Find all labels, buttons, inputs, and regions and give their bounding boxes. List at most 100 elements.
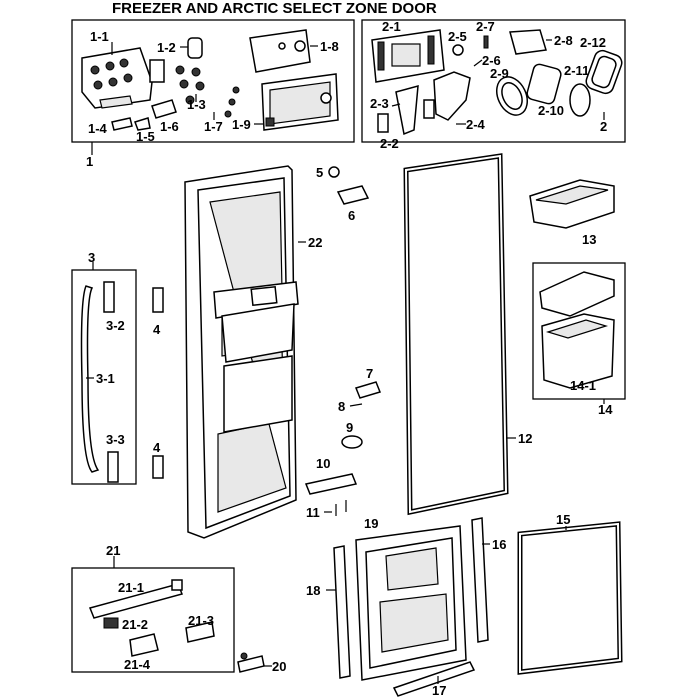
label-2-12: 2-12 (580, 35, 606, 50)
part-22-freezer-door: 22 (184, 165, 322, 539)
part-2-12: 2-12 (580, 35, 623, 95)
part-8-pin: 8 (338, 399, 363, 414)
label-20: 20 (272, 659, 286, 674)
label-14: 14 (598, 402, 613, 417)
group-21-assembly: 21 21-1 21-2 21-3 21-4 (71, 543, 235, 673)
label-4-lower: 4 (153, 440, 161, 455)
group-2-assembly: 2 2-1 2-5 2-7 2-6 2-8 (361, 19, 626, 151)
label-14-1: 14-1 (570, 378, 596, 393)
label-22: 22 (308, 235, 322, 250)
part-2-5: 2-5 (448, 29, 467, 56)
label-21-2: 21-2 (122, 617, 148, 632)
label-2-5: 2-5 (448, 29, 467, 44)
part-21-2: 21-2 (103, 617, 148, 632)
label-1-6: 1-6 (160, 119, 179, 134)
label-19: 19 (364, 516, 378, 531)
label-1-8: 1-8 (320, 39, 339, 54)
label-1-9: 1-9 (232, 117, 251, 132)
part-1-2: 1-2 (149, 37, 203, 83)
group-21-box (71, 567, 235, 673)
label-2-8: 2-8 (554, 33, 573, 48)
label-2-2: 2-2 (380, 136, 399, 151)
label-2-10: 2-10 (538, 103, 564, 118)
group-1-box (71, 19, 355, 143)
part-12-door-gasket: 12 (403, 153, 532, 516)
label-12: 12 (518, 431, 532, 446)
label-1-1: 1-1 (90, 29, 109, 44)
part-3-handle: 3 3-1 3-2 3-3 (71, 250, 137, 485)
label-3-3: 3-3 (106, 432, 125, 447)
label-2: 2 (600, 119, 607, 134)
label-3-2: 3-2 (106, 318, 125, 333)
part-2-8: 2-8 (509, 29, 573, 55)
part-2-7: 2-7 (476, 19, 495, 49)
part-2-9: 2-9 (490, 66, 528, 116)
part-5-screw: 5 (316, 165, 340, 180)
label-5: 5 (316, 165, 323, 180)
part-21-1-cap (171, 579, 183, 591)
label-21-4: 21-4 (124, 657, 151, 672)
label-2-7: 2-7 (476, 19, 495, 34)
label-1-3: 1-3 (187, 97, 206, 112)
label-3: 3 (88, 250, 95, 265)
label-9: 9 (346, 420, 353, 435)
label-7: 7 (366, 366, 373, 381)
part-1-9: 1-9 (232, 73, 339, 132)
label-21-1: 21-1 (118, 580, 144, 595)
part-1-7: 1-7 (204, 112, 223, 134)
part-6-hinge-cover: 6 (336, 185, 370, 223)
part-7-bracket: 7 (354, 366, 382, 399)
label-2-6: 2-6 (482, 53, 501, 68)
label-21-3: 21-3 (188, 613, 214, 628)
label-8: 8 (338, 399, 345, 414)
label-21: 21 (106, 543, 120, 558)
part-15-gasket: 15 (517, 512, 623, 675)
label-15: 15 (556, 512, 570, 527)
label-3-1: 3-1 (96, 371, 115, 386)
part-20-wire-harness: 20 (237, 652, 286, 674)
part-1-1: 1-1 (81, 29, 153, 109)
part-11-screws: 11 (306, 500, 347, 520)
group-3-box (71, 269, 137, 485)
part-21-1: 21-1 (88, 580, 184, 619)
label-1: 1 (86, 154, 93, 169)
part-2-1: 2-1 (371, 19, 445, 83)
label-2-1: 2-1 (382, 19, 401, 34)
label-17: 17 (432, 683, 446, 698)
part-2-3: 2-3 (370, 84, 419, 136)
part-9-cap: 9 (341, 420, 363, 449)
wire-connectors: 1-3 (175, 65, 240, 118)
label-1-4: 1-4 (88, 121, 108, 136)
part-2-4: 2-4 (423, 71, 486, 132)
part-21-4: 21-4 (124, 633, 159, 672)
part-14-bin-assembly: 14-1 14 (532, 262, 626, 417)
part-4-cap-lower: 4 (152, 440, 164, 479)
part-18-strip: 18 (306, 545, 351, 679)
group-1-assembly: 1 1-1 1-2 1-3 (71, 19, 355, 169)
part-2-11: 2-11 (564, 63, 591, 117)
label-1-7: 1-7 (204, 119, 223, 134)
part-17-rail: 17 (392, 661, 476, 698)
part-2-6: 2-6 (473, 53, 501, 68)
part-19-drawer-door: 19 (355, 516, 467, 681)
label-1-5: 1-5 (136, 129, 155, 144)
part-1-8: 1-8 (249, 29, 339, 73)
part-2-2: 2-2 (377, 113, 399, 151)
part-10-bracket: 10 (304, 456, 358, 495)
part-16-strip: 16 (471, 517, 506, 643)
label-2-11: 2-11 (564, 63, 589, 78)
label-4-upper: 4 (153, 322, 161, 337)
label-11: 11 (306, 505, 320, 520)
label-2-4: 2-4 (466, 117, 486, 132)
label-1-2: 1-2 (157, 40, 176, 55)
label-16: 16 (492, 537, 506, 552)
part-1-4: 1-4 (88, 117, 133, 136)
label-13: 13 (582, 232, 596, 247)
label-2-9: 2-9 (490, 66, 509, 81)
label-10: 10 (316, 456, 330, 471)
part-21-3: 21-3 (185, 613, 215, 643)
label-18: 18 (306, 583, 320, 598)
diagram-title: FREEZER AND ARCTIC SELECT ZONE DOOR (112, 0, 437, 17)
part-13-door-bin: 13 (529, 179, 615, 247)
label-2-3: 2-3 (370, 96, 389, 111)
